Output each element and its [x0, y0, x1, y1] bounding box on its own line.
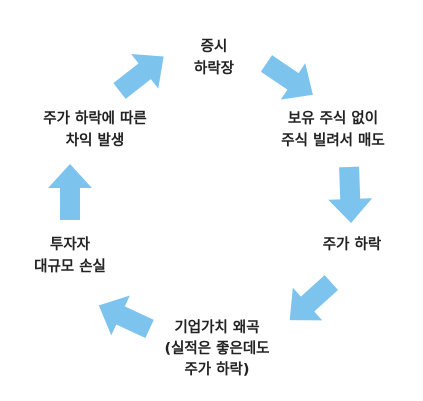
node-label-line: 하락장: [193, 61, 235, 77]
node-stock-market-decline: 증시 하락장: [172, 36, 256, 80]
node-label-line: 주식 빌려서 매도: [281, 133, 385, 149]
node-label-line: 대규모 손실: [34, 259, 106, 275]
arrow-to-short-sell: [260, 55, 313, 100]
node-label-line: 주가 하락): [184, 362, 250, 378]
node-price-fall: 주가 하락: [302, 234, 402, 256]
node-label-line: 주가 하락에 따른: [43, 111, 147, 127]
arrow-to-stock-market-decline: [113, 53, 164, 99]
node-corporate-value-distortion: 기업가치 왜곡 (실적은 좋은데도 주가 하락): [132, 318, 302, 381]
arrow-to-price-fall: [328, 166, 373, 223]
node-label-line: 보유 주식 없이: [287, 111, 379, 127]
node-label-line: (실적은 좋은데도: [164, 341, 270, 357]
arrow-to-investor-loss: [98, 295, 154, 339]
node-short-sell-borrowed-stock: 보유 주식 없이 주식 빌려서 매도: [258, 108, 408, 152]
arrow-to-arbitrage-profit: [48, 164, 92, 220]
node-label-line: 차익 발생: [65, 133, 125, 149]
arrow-to-value-distortion: [289, 275, 339, 321]
node-label-line: 주가 하락: [322, 237, 382, 253]
node-label-line: 투자자: [49, 237, 91, 253]
node-label-line: 기업가치 왜곡: [174, 320, 260, 336]
node-arbitrage-profit: 주가 하락에 따른 차익 발생: [10, 108, 180, 152]
node-label-line: 증시: [200, 39, 228, 55]
node-investor-large-loss: 투자자 대규모 손실: [22, 234, 118, 278]
